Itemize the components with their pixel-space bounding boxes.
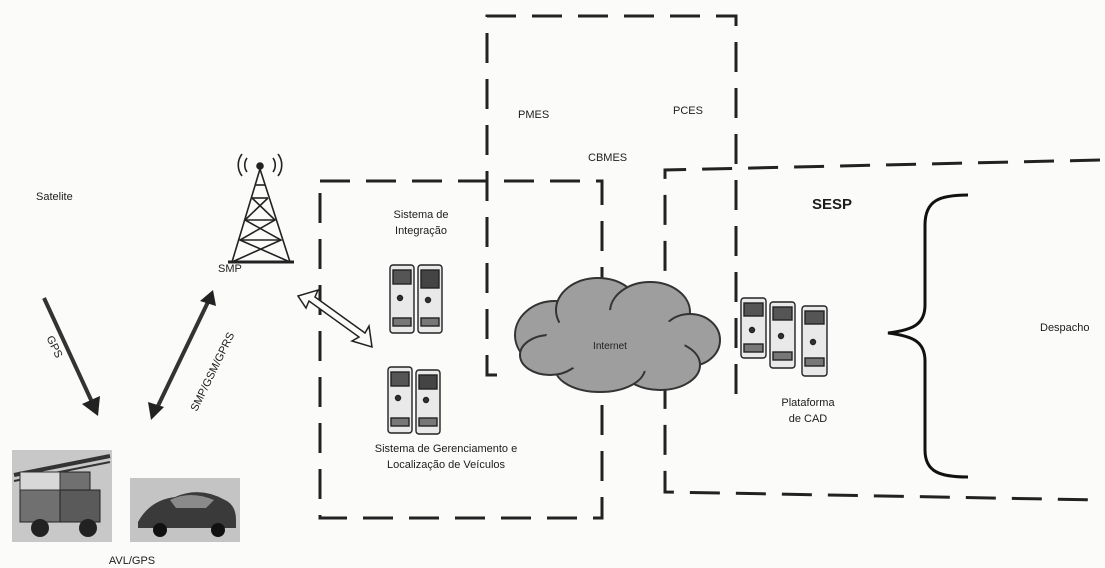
pces-label: PCES: [673, 105, 703, 117]
antenna-tower-icon: [228, 153, 294, 264]
smp-link-arrow: [148, 290, 216, 420]
smp-label: SMP: [218, 263, 242, 275]
integration-label-line2: Integração: [395, 225, 447, 237]
vehicle-mgmt-label-line2: Localização de Veículos: [386, 459, 506, 471]
sesp-boundary: [663, 158, 1101, 502]
pmes-label: PMES: [518, 109, 550, 121]
server-rack-icon: [389, 264, 443, 334]
server-rack-icon: [740, 297, 828, 377]
internet-label: Internet: [593, 341, 627, 352]
avl-gps-label: AVL/GPS: [108, 555, 156, 567]
satellite-label: Satelite: [36, 191, 73, 203]
cad-label-line2: de CAD: [788, 413, 828, 425]
sesp-label: SESP: [812, 196, 853, 213]
integration-label-line1: Sistema de: [393, 209, 449, 221]
dispatch-brace: [887, 193, 969, 479]
car-image: [130, 478, 240, 542]
dispatch-label: Despacho: [1040, 322, 1090, 334]
server-rack-icon: [387, 366, 441, 435]
gps-link-arrow: [42, 297, 100, 416]
cad-label-line1: Plataforma: [781, 397, 835, 409]
agencies-boundary: [485, 14, 738, 400]
wireless-link-arrow: [296, 288, 373, 349]
vehicle-mgmt-label-line1: Sistema de Gerenciamento e: [374, 443, 518, 455]
integration-boundary: [318, 179, 604, 520]
cbmes-label: CBMES: [588, 152, 628, 164]
fire-truck-image: [12, 450, 112, 542]
